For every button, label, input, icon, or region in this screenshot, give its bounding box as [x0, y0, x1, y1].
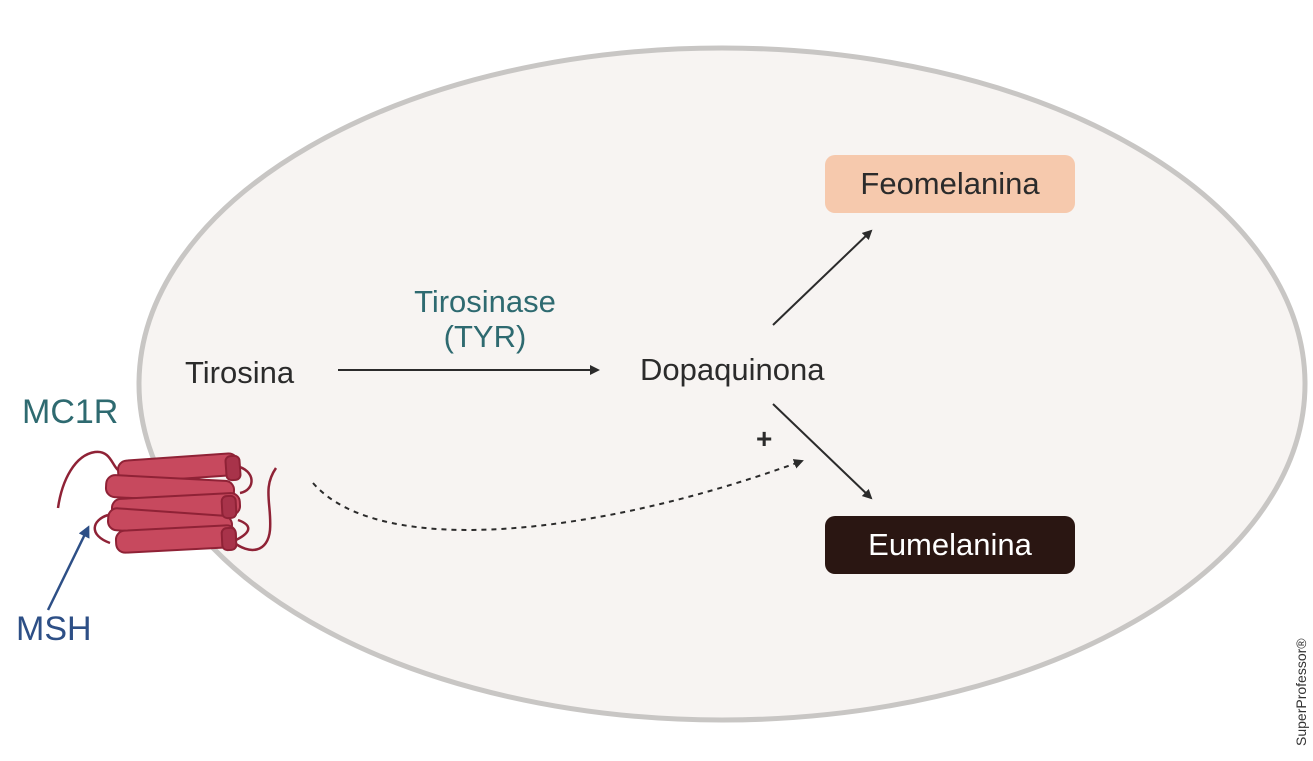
tyrosine-label: Tirosina	[185, 355, 295, 390]
msh-label: MSH	[16, 610, 92, 648]
mc1r-label: MC1R	[22, 393, 119, 431]
feomelanin-label: Feomelanina	[860, 166, 1040, 201]
msh-arrow	[46, 525, 90, 611]
mc1r-receptor-icon	[56, 450, 278, 554]
watermark-text: SuperProfessor®	[1293, 638, 1309, 746]
arrow-dopaquinone-to-eumelanin	[772, 403, 873, 500]
enzyme-abbreviation: (TYR)	[443, 319, 527, 354]
activation-sign: +	[756, 423, 773, 454]
arrow-dopaquinone-to-feomelanin	[772, 229, 873, 326]
dopaquinone-label: Dopaquinona	[640, 352, 825, 387]
feomelanin-box: Feomelanina	[825, 155, 1075, 213]
enzyme-name: Tirosinase	[414, 284, 556, 319]
eumelanin-box: Eumelanina	[825, 516, 1075, 574]
eumelanin-label: Eumelanina	[868, 527, 1032, 562]
enzyme-label: Tirosinase (TYR)	[340, 284, 630, 354]
